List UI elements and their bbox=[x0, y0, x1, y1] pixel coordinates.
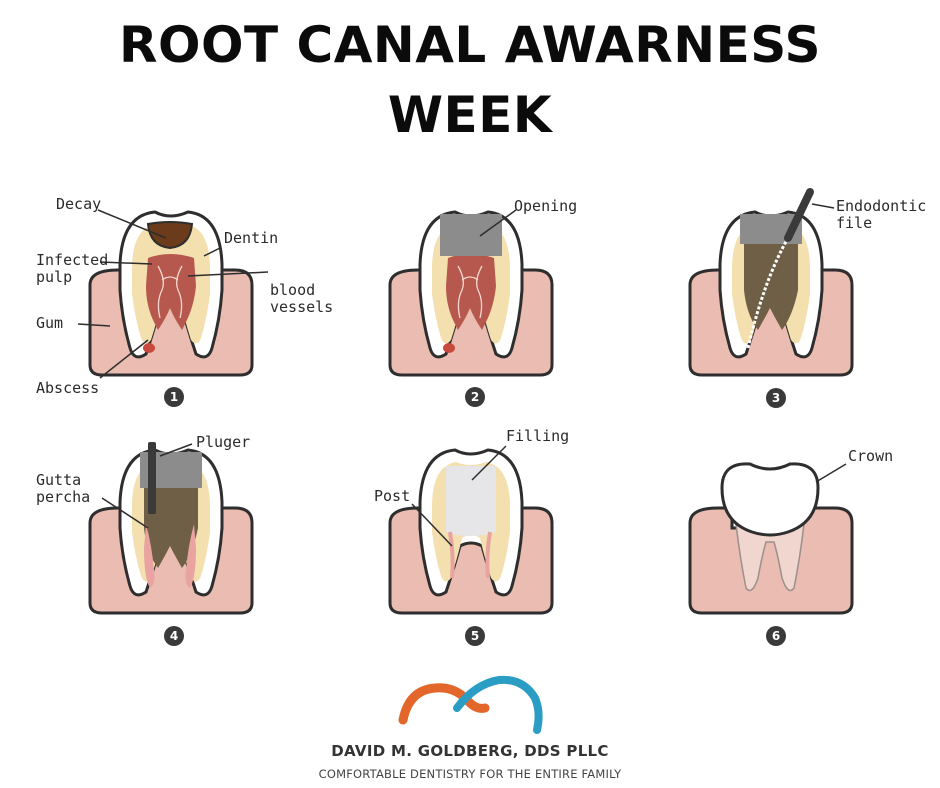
company-name: DAVID M. GOLDBERG, DDS PLLC bbox=[331, 742, 609, 760]
title-line-2: WEEK bbox=[387, 86, 553, 144]
step-3-diagram bbox=[688, 188, 854, 377]
step-4-panel: Pluger Gutta percha 4 bbox=[36, 428, 340, 663]
step-5-badge: 5 bbox=[465, 626, 485, 646]
step-2-badge: 2 bbox=[465, 387, 485, 407]
label-decay: Decay bbox=[56, 195, 102, 213]
label-opening: Opening bbox=[514, 197, 578, 215]
label-infected-pulp: Infected pulp bbox=[36, 251, 109, 286]
label-crown: Crown bbox=[848, 447, 894, 465]
label-dentin: Dentin bbox=[224, 229, 279, 247]
label-gum: Gum bbox=[36, 314, 64, 332]
label-abscess: Abscess bbox=[36, 379, 100, 397]
company-logo bbox=[398, 675, 543, 734]
step-2-panel: Opening 2 bbox=[340, 190, 640, 425]
step-5-panel: Filling Post 5 bbox=[340, 428, 640, 663]
step-5-diagram bbox=[388, 445, 554, 615]
company-tagline: COMFORTABLE DENTISTRY FOR THE ENTIRE FAM… bbox=[318, 767, 622, 781]
step-4-diagram bbox=[88, 442, 254, 615]
step-3-badge: 3 bbox=[766, 388, 786, 408]
label-endodontic-file: Endodontic file bbox=[836, 197, 927, 232]
step-6-diagram bbox=[688, 462, 854, 615]
title-line-1: ROOT CANAL AWARNESS bbox=[118, 16, 822, 74]
step-1-diagram bbox=[77, 209, 269, 379]
step-6-panel: Crown 6 bbox=[640, 428, 940, 663]
label-filling: Filling bbox=[506, 427, 570, 445]
label-blood-vessels: blood vessels bbox=[270, 281, 334, 316]
step-2-diagram bbox=[388, 209, 554, 377]
step-4-badge: 4 bbox=[164, 626, 184, 646]
label-gutta-percha: Gutta percha bbox=[36, 471, 91, 506]
label-pluger: Pluger bbox=[196, 433, 251, 451]
step-3-panel: Endodontic file 3 bbox=[640, 188, 940, 425]
step-1-panel: Decay Dentin Infected pulp blood vessels… bbox=[36, 190, 340, 425]
label-post: Post bbox=[374, 487, 411, 505]
step-1-badge: 1 bbox=[164, 387, 184, 407]
step-6-badge: 6 bbox=[766, 626, 786, 646]
